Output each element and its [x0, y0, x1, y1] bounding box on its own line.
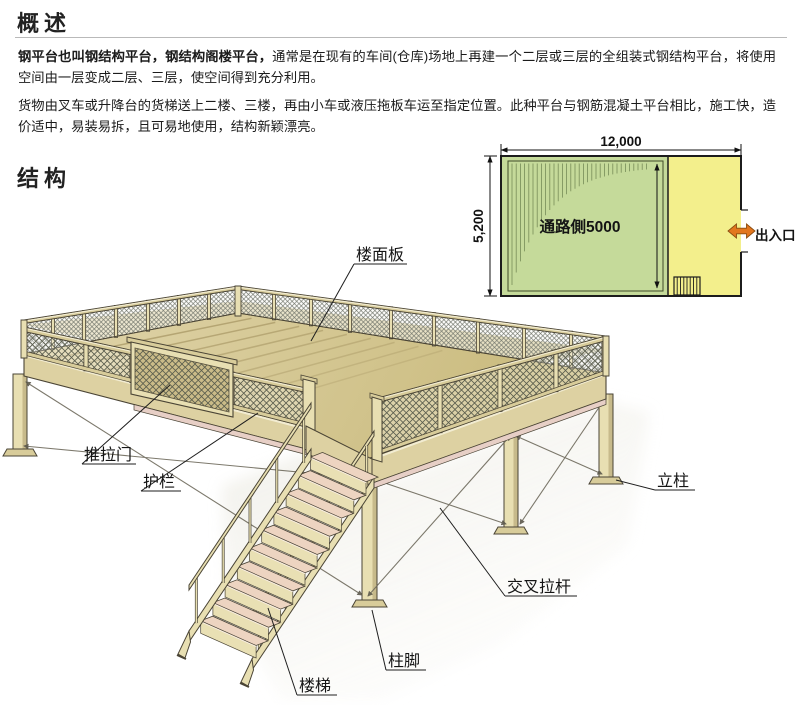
- entrance-label-text: 出入口: [755, 227, 796, 243]
- corner-post-left: [20, 319, 28, 359]
- overview-heading: 概述: [17, 11, 72, 36]
- intro-paragraph-1-rest: 通常是在现有的车间(仓库)场地上再建一个二层或三层的全组装式钢结构平台，将使用空…: [18, 49, 777, 85]
- label-column: 立柱: [615, 472, 695, 491]
- hatch-lines: [511, 163, 647, 285]
- label-sliding-door: 推拉门: [81, 384, 171, 465]
- label-cross-tie-rod-text: 交叉拉杆: [507, 578, 571, 596]
- label-stairs-text: 楼梯: [299, 677, 331, 695]
- aisle-label-text: 通路側5000: [540, 217, 621, 236]
- structure-heading: 结构: [17, 166, 72, 191]
- label-column-text: 立柱: [657, 472, 689, 490]
- stair-top-post-far: [369, 392, 385, 463]
- label-floor-panel: 楼面板: [310, 246, 407, 342]
- label-cross-tie-rod: 交叉拉杆: [439, 507, 577, 597]
- entrance-arrow-icon: [727, 223, 756, 239]
- stairs: [176, 401, 380, 688]
- label-guardrail-text: 护栏: [143, 473, 175, 491]
- dim-width: 12,000: [500, 134, 742, 157]
- label-stairs: 楼梯: [267, 607, 337, 696]
- corner-post-right: [602, 335, 610, 377]
- dim-width-text: 12,000: [600, 134, 641, 149]
- intro-paragraph-2: 货物由叉车或升降台的货梯送上二楼、三楼，再由小车或液压拖板车运至指定位置。此种平…: [18, 98, 776, 134]
- label-guardrail: 护栏: [140, 412, 259, 492]
- label-floor-panel-text: 楼面板: [356, 246, 404, 264]
- label-column-base-text: 柱脚: [388, 652, 420, 670]
- sliding-door: [126, 336, 238, 418]
- dim-height-text: 5,200: [471, 209, 486, 243]
- intro-paragraph-1: 钢平台也叫钢结构平台，钢结构阁楼平台，通常是在现有的车间(仓库)场地上再建一个二…: [18, 46, 776, 88]
- dim-height: 5,200: [471, 155, 497, 297]
- floor-plan-inset: 12,000 5,200 通路側5000 出入口: [471, 134, 796, 297]
- corner-post-back: [234, 285, 242, 317]
- plan-stairs-symbol: [673, 276, 701, 296]
- heading-divider: [15, 37, 787, 38]
- label-column-base: 柱脚: [371, 609, 426, 671]
- edge-beam-front-right: [369, 372, 607, 490]
- intro-paragraph-1-bold: 钢平台也叫钢结构平台，钢结构阁楼平台，: [18, 49, 273, 64]
- label-sliding-door-text: 推拉门: [84, 446, 132, 464]
